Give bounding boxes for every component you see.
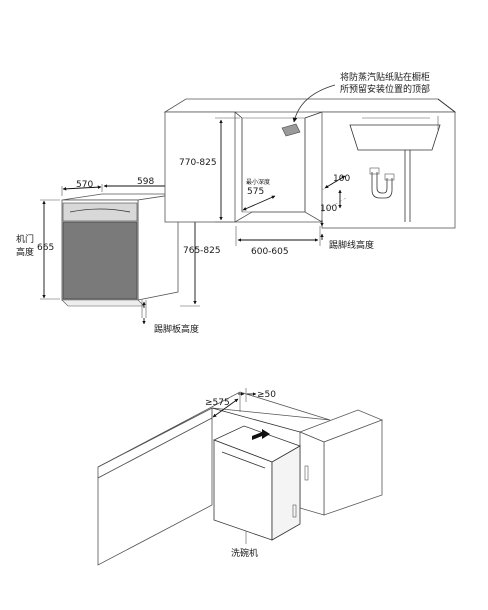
dishwasher-caption: 洗碗机 bbox=[231, 547, 258, 559]
door-height-caption-line-2: 高度 bbox=[16, 246, 34, 258]
dishwasher-width-label: 598 bbox=[137, 177, 154, 187]
door-height-label: 665 bbox=[37, 243, 54, 253]
install-gap-dimension: ≥50 bbox=[238, 388, 276, 402]
min-depth-small-label: 最小深度 bbox=[246, 178, 270, 186]
kickboard-height-dimension: 踢脚板高度 bbox=[142, 301, 199, 335]
sink bbox=[349, 116, 441, 222]
steam-sticker-note-line-1: 将防蒸汽贴纸贴在橱柜 bbox=[340, 71, 430, 83]
steam-sticker-note-line-2: 所预留安装位置的顶部 bbox=[340, 83, 430, 95]
dishwasher-dimension-figure: 570 598 665 机门 高度 765-825 踢脚板高 bbox=[16, 177, 221, 335]
cavity-width-dimension: 600-605 bbox=[235, 226, 321, 257]
kickboard-caption: 踢脚板高度 bbox=[154, 323, 199, 335]
install-depth-label: ≥575 bbox=[205, 398, 230, 408]
kick-caption: 踢脚线高度 bbox=[329, 239, 374, 251]
install-gap-label: ≥50 bbox=[257, 390, 276, 400]
dishwasher-unit-installed bbox=[213, 425, 301, 541]
kick-height-label: 100 bbox=[320, 204, 337, 214]
push-in-arrow-icon bbox=[252, 429, 270, 440]
door-height-dimension: 665 机门 高度 bbox=[16, 199, 60, 300]
kick-depth-label: 100 bbox=[333, 174, 350, 184]
cavity-depth-label: 575 bbox=[247, 187, 264, 197]
cavity-height-dimension: 770-825 bbox=[179, 117, 240, 223]
cavity-width-label: 600-605 bbox=[251, 247, 289, 257]
dishwasher-depth-label: 570 bbox=[76, 180, 93, 190]
cabinet-cavity-figure: 将防蒸汽贴纸贴在橱柜 所预留安装位置的顶部 770-825 最小深度 575 6… bbox=[163, 71, 457, 257]
dishwasher-height-label: 765-825 bbox=[183, 246, 221, 256]
steam-sticker-icon bbox=[281, 123, 301, 137]
kitchen-installation-figure: ≥575 ≥50 洗碗机 bbox=[97, 388, 384, 566]
cavity-height-label: 770-825 bbox=[179, 158, 217, 168]
dishwasher-depth-dimension: 570 bbox=[61, 180, 103, 196]
dishwasher-unit bbox=[61, 193, 179, 318]
door-height-caption-line-1: 机门 bbox=[16, 233, 34, 245]
kick-dimensions: 100 100 踢脚线高度 bbox=[320, 174, 374, 251]
cavity-depth-dimension: 最小深度 575 bbox=[242, 178, 276, 211]
install-depth-dimension: ≥575 bbox=[205, 398, 239, 420]
